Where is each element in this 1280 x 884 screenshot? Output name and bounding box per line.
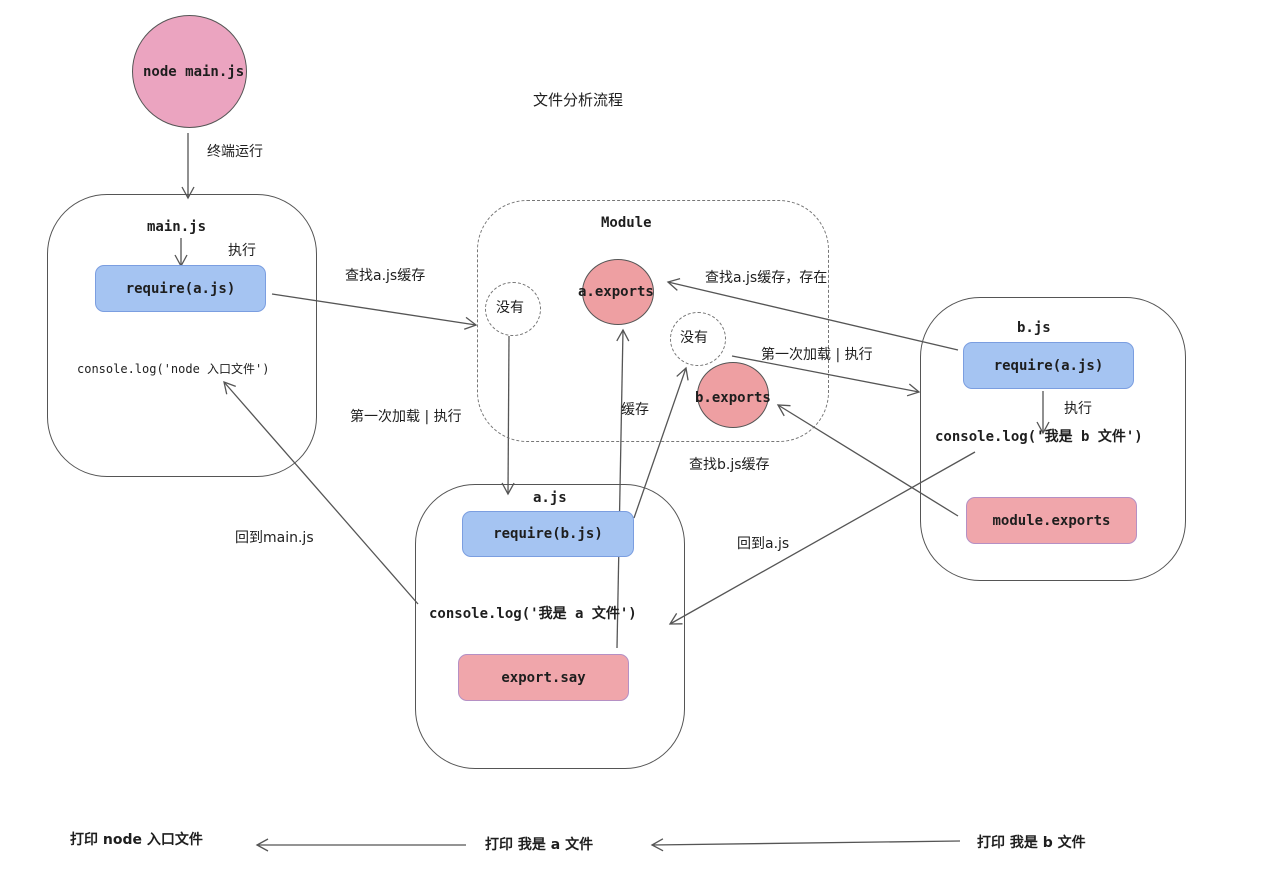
module-cache-container [477,200,829,442]
none-a-circle [485,282,541,336]
main-log-statement: console.log('node 入口文件') [77,362,270,376]
edge-label-find-a-cache-exists: 查找a.js缓存，存在 [705,270,828,286]
main-js-title: main.js [147,219,207,235]
diagram-title: 文件分析流程 [533,91,624,109]
a-require-box: require(b.js) [462,511,634,557]
output-b-file: 打印 我是 b 文件 [977,835,1086,851]
edge-label-execute-main: 执行 [228,243,256,259]
edge-label-back-to-a: 回到a.js [737,536,790,552]
edge-label-first-load-a: 第一次加载 | 执行 [350,409,462,425]
arrow-back-to-main [223,380,419,605]
a-js-title: a.js [533,490,567,506]
edge-label-cache: 缓存 [621,402,649,418]
start-node-circle [132,15,247,128]
main-require-box: require(a.js) [95,265,266,312]
arrow-back-to-a [668,451,976,625]
arrow-output-b-to-a [650,838,961,852]
a-exports-circle [582,259,654,325]
arrow-first-load-b [731,355,921,397]
arrow-find-a-cache [271,293,478,330]
edge-label-find-b-cache: 查找b.js缓存 [689,457,770,473]
edge-label-execute-b: 执行 [1064,401,1092,417]
a-exports-label: a.exports [578,284,654,300]
none-b-circle [670,312,726,366]
b-exports-label: b.exports [695,390,771,406]
a-log-statement: console.log('我是 a 文件') [429,606,637,622]
edge-label-first-load-b: 第一次加载 | 执行 [761,347,873,363]
none-b-label: 没有 [680,330,708,346]
b-module-exports-box: module.exports [966,497,1137,544]
module-cache-title: Module [601,215,652,231]
b-exports-circle [697,362,769,428]
b-require-box: require(a.js) [963,342,1134,389]
b-js-title: b.js [1017,320,1051,336]
arrow-cache-a-exports [616,328,630,649]
start-node-label: node main.js [143,64,245,80]
edge-label-find-a-cache: 查找a.js缓存 [345,268,426,284]
edge-label-back-to-main: 回到main.js [235,530,314,546]
main-js-container [47,194,317,477]
none-a-label: 没有 [496,300,524,316]
arrow-find-a-cache-exists [666,278,959,351]
output-a-file: 打印 我是 a 文件 [485,837,594,853]
a-export-say-box: export.say [458,654,629,701]
edge-label-terminal-run: 终端运行 [207,144,263,160]
output-node-entry: 打印 node 入口文件 [70,832,203,848]
a-js-container [415,484,685,769]
b-js-container [920,297,1186,581]
b-log-statement: console.log('我是 b 文件') [935,429,1143,445]
